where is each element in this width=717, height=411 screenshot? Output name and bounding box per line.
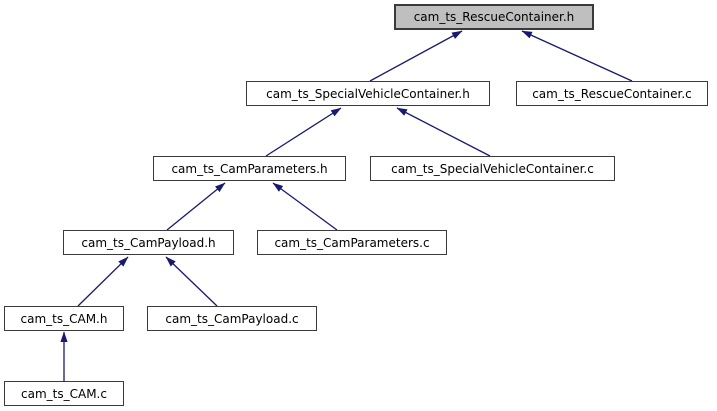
graph-node-rescue-container-h[interactable]: cam_ts_RescueContainer.h bbox=[394, 4, 594, 30]
graph-node-cam-parameters-h[interactable]: cam_ts_CamParameters.h bbox=[153, 156, 346, 181]
edge-svc-h-to-rescue-h bbox=[369, 30, 463, 82]
graph-node-special-vehicle-container-h[interactable]: cam_ts_SpecialVehicleContainer.h bbox=[246, 81, 490, 106]
graph-node-cam-parameters-c[interactable]: cam_ts_CamParameters.c bbox=[257, 230, 447, 255]
graph-node-special-vehicle-container-c[interactable]: cam_ts_SpecialVehicleContainer.c bbox=[370, 156, 615, 181]
edge-camparams-h-to-svc-h bbox=[265, 107, 342, 157]
edge-campayload-h-to-camparams-h bbox=[166, 182, 226, 231]
edge-rescue-c-to-rescue-h bbox=[521, 30, 633, 82]
graph-node-cam-payload-h[interactable]: cam_ts_CamPayload.h bbox=[63, 230, 234, 255]
graph-node-cam-payload-c[interactable]: cam_ts_CamPayload.c bbox=[147, 306, 317, 331]
graph-node-cam-h[interactable]: cam_ts_CAM.h bbox=[4, 306, 124, 331]
edge-campayload-c-to-campayload-h bbox=[165, 256, 218, 307]
graph-node-cam-c[interactable]: cam_ts_CAM.c bbox=[4, 381, 124, 406]
edge-svc-c-to-svc-h bbox=[396, 107, 491, 157]
edge-cam-h-to-campayload-h bbox=[77, 256, 129, 307]
graph-node-rescue-container-c[interactable]: cam_ts_RescueContainer.c bbox=[516, 81, 708, 106]
edge-camparams-c-to-camparams-h bbox=[272, 182, 338, 231]
